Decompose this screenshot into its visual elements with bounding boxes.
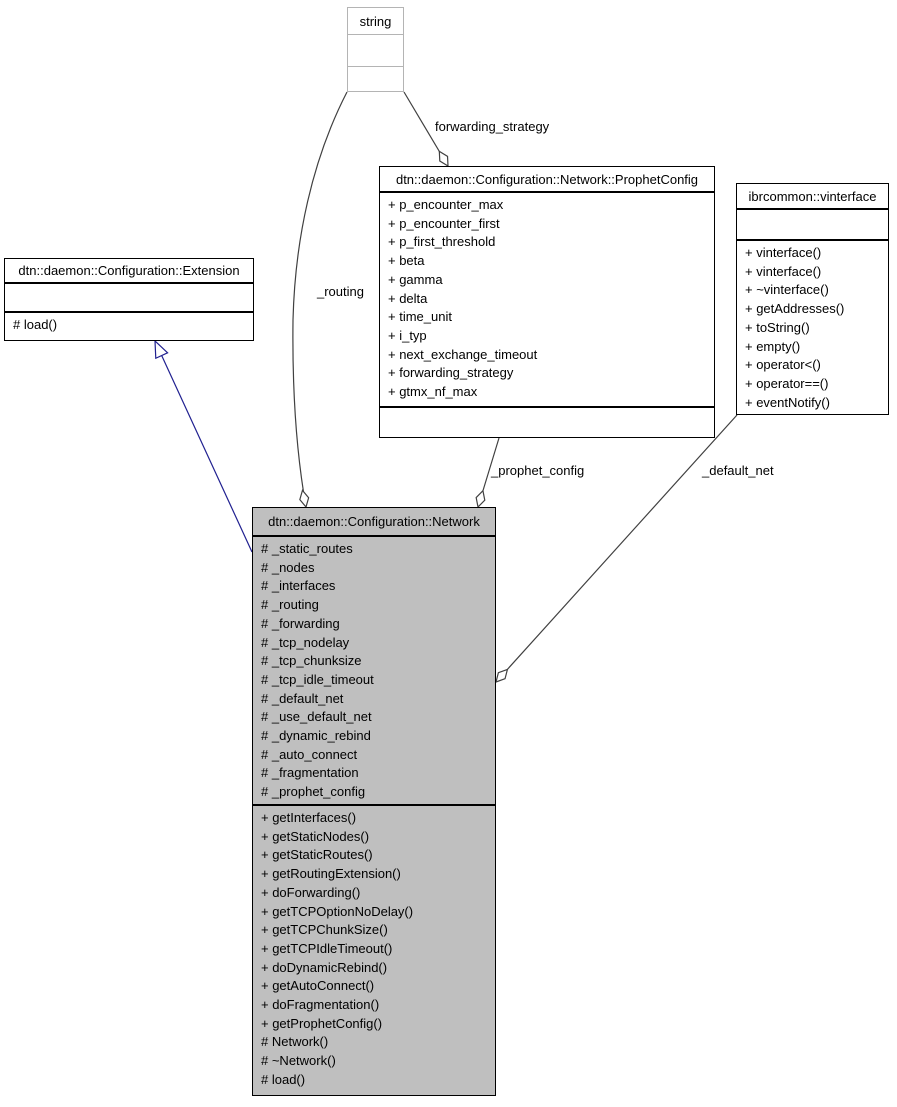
member-row: # _tcp_chunksize	[261, 653, 362, 669]
class-box-network: dtn::daemon::Configuration::Network # _s…	[252, 507, 496, 1096]
edge-label-default-net: _default_net	[702, 463, 774, 478]
class-title: dtn::daemon::Configuration::Network	[253, 508, 495, 537]
member-row: + delta	[388, 290, 428, 306]
member-row: + next_exchange_timeout	[388, 346, 538, 362]
class-box-prophet-config[interactable]: dtn::daemon::Configuration::Network::Pro…	[379, 166, 715, 438]
member-row: + i_typ	[388, 327, 427, 343]
attributes-compartment	[5, 284, 253, 313]
methods-compartment: + vinterface() + vinterface() + ~vinterfac…	[737, 241, 888, 414]
member-row: + vinterface()	[745, 263, 822, 279]
member-row: # _routing	[261, 597, 319, 613]
member-row: + getInterfaces()	[261, 810, 357, 825]
member-row: # _tcp_idle_timeout	[261, 671, 374, 687]
member-row: # _forwarding	[261, 615, 340, 631]
member-row: + operator==()	[745, 375, 829, 391]
member-row: # _nodes	[261, 559, 315, 575]
member-row: # _prophet_config	[261, 784, 366, 800]
member-row: # _static_routes	[261, 541, 353, 556]
member-row: + getAutoConnect()	[261, 978, 375, 994]
member-row: # Network()	[261, 1034, 329, 1050]
class-title: ibrcommon::vinterface	[737, 184, 888, 210]
member-row: + empty()	[745, 338, 801, 354]
member-row: # load()	[261, 1071, 306, 1087]
aggregation-diamond-forwarding-strategy	[438, 150, 449, 168]
attributes-compartment: + p_encounter_max + p_encounter_first + p_…	[380, 193, 714, 408]
member-row: + getRoutingExtension()	[261, 866, 401, 882]
class-title: dtn::daemon::Configuration::Extension	[5, 259, 253, 284]
member-row: + forwarding_strategy	[388, 365, 514, 381]
member-row: # _dynamic_rebind	[261, 728, 371, 744]
edge-label-routing: _routing	[317, 284, 364, 299]
member-row: + beta	[388, 253, 425, 269]
member-row: + vinterface()	[745, 245, 822, 260]
member-row: # load()	[13, 317, 58, 332]
member-row: # ~Network()	[261, 1053, 336, 1069]
member-row: # _tcp_nodelay	[261, 634, 350, 650]
methods-compartment	[380, 408, 714, 437]
methods-compartment	[348, 67, 403, 91]
member-row: + doFragmentation()	[261, 997, 380, 1013]
member-row: + p_encounter_max	[388, 197, 504, 212]
member-row: + getAddresses()	[745, 301, 845, 317]
inheritance-arrowhead	[154, 339, 169, 360]
class-box-extension[interactable]: dtn::daemon::Configuration::Extension # …	[4, 258, 254, 341]
member-row: + doDynamicRebind()	[261, 959, 388, 975]
class-title: string	[348, 8, 403, 35]
member-row: + gamma	[388, 271, 443, 287]
methods-compartment: + getInterfaces() + getStaticNodes() + get…	[253, 806, 495, 1095]
member-row: + p_encounter_first	[388, 215, 500, 231]
member-row: # _use_default_net	[261, 709, 372, 725]
member-row: # _fragmentation	[261, 765, 359, 781]
member-row: + getStaticNodes()	[261, 828, 370, 844]
edge-default-net	[495, 414, 738, 683]
edge-routing	[292, 91, 348, 508]
attributes-compartment: # _static_routes # _nodes # _interfaces # _…	[253, 537, 495, 806]
member-row: + gtmx_nf_max	[388, 384, 478, 400]
class-title: dtn::daemon::Configuration::Network::Pro…	[380, 167, 714, 193]
member-row: + doForwarding()	[261, 884, 361, 900]
aggregation-diamond-prophet-config	[475, 489, 486, 509]
member-row: + toString()	[745, 319, 810, 335]
methods-compartment: # load()	[5, 313, 253, 340]
aggregation-diamond-default-net	[495, 668, 509, 683]
member-row: + getTCPOptionNoDelay()	[261, 903, 414, 919]
edge-label-forwarding-strategy: forwarding_strategy	[435, 119, 550, 134]
edge-label-prophet-config: _prophet_config	[491, 463, 585, 478]
member-row: # _default_net	[261, 690, 344, 706]
attributes-compartment	[737, 210, 888, 241]
aggregation-diamond-routing	[299, 489, 310, 509]
class-box-vinterface[interactable]: ibrcommon::vinterface + vinterface()+ vi…	[736, 183, 889, 415]
member-row: + ~vinterface()	[745, 282, 829, 298]
edge-inheritance	[154, 340, 253, 553]
member-row: # _auto_connect	[261, 746, 358, 762]
member-row: + getTCPChunkSize()	[261, 922, 388, 938]
member-row: + getStaticRoutes()	[261, 847, 373, 863]
member-row: + operator<()	[745, 357, 821, 373]
member-row: + getTCPIdleTimeout()	[261, 940, 393, 956]
member-row: # _interfaces	[261, 578, 336, 594]
member-row: + time_unit	[388, 309, 452, 325]
class-box-string: string	[347, 7, 404, 92]
member-row: + eventNotify()	[745, 394, 830, 410]
member-row: + getProphetConfig()	[261, 1015, 383, 1031]
attributes-compartment	[348, 35, 403, 67]
member-row: + p_first_threshold	[388, 234, 496, 250]
